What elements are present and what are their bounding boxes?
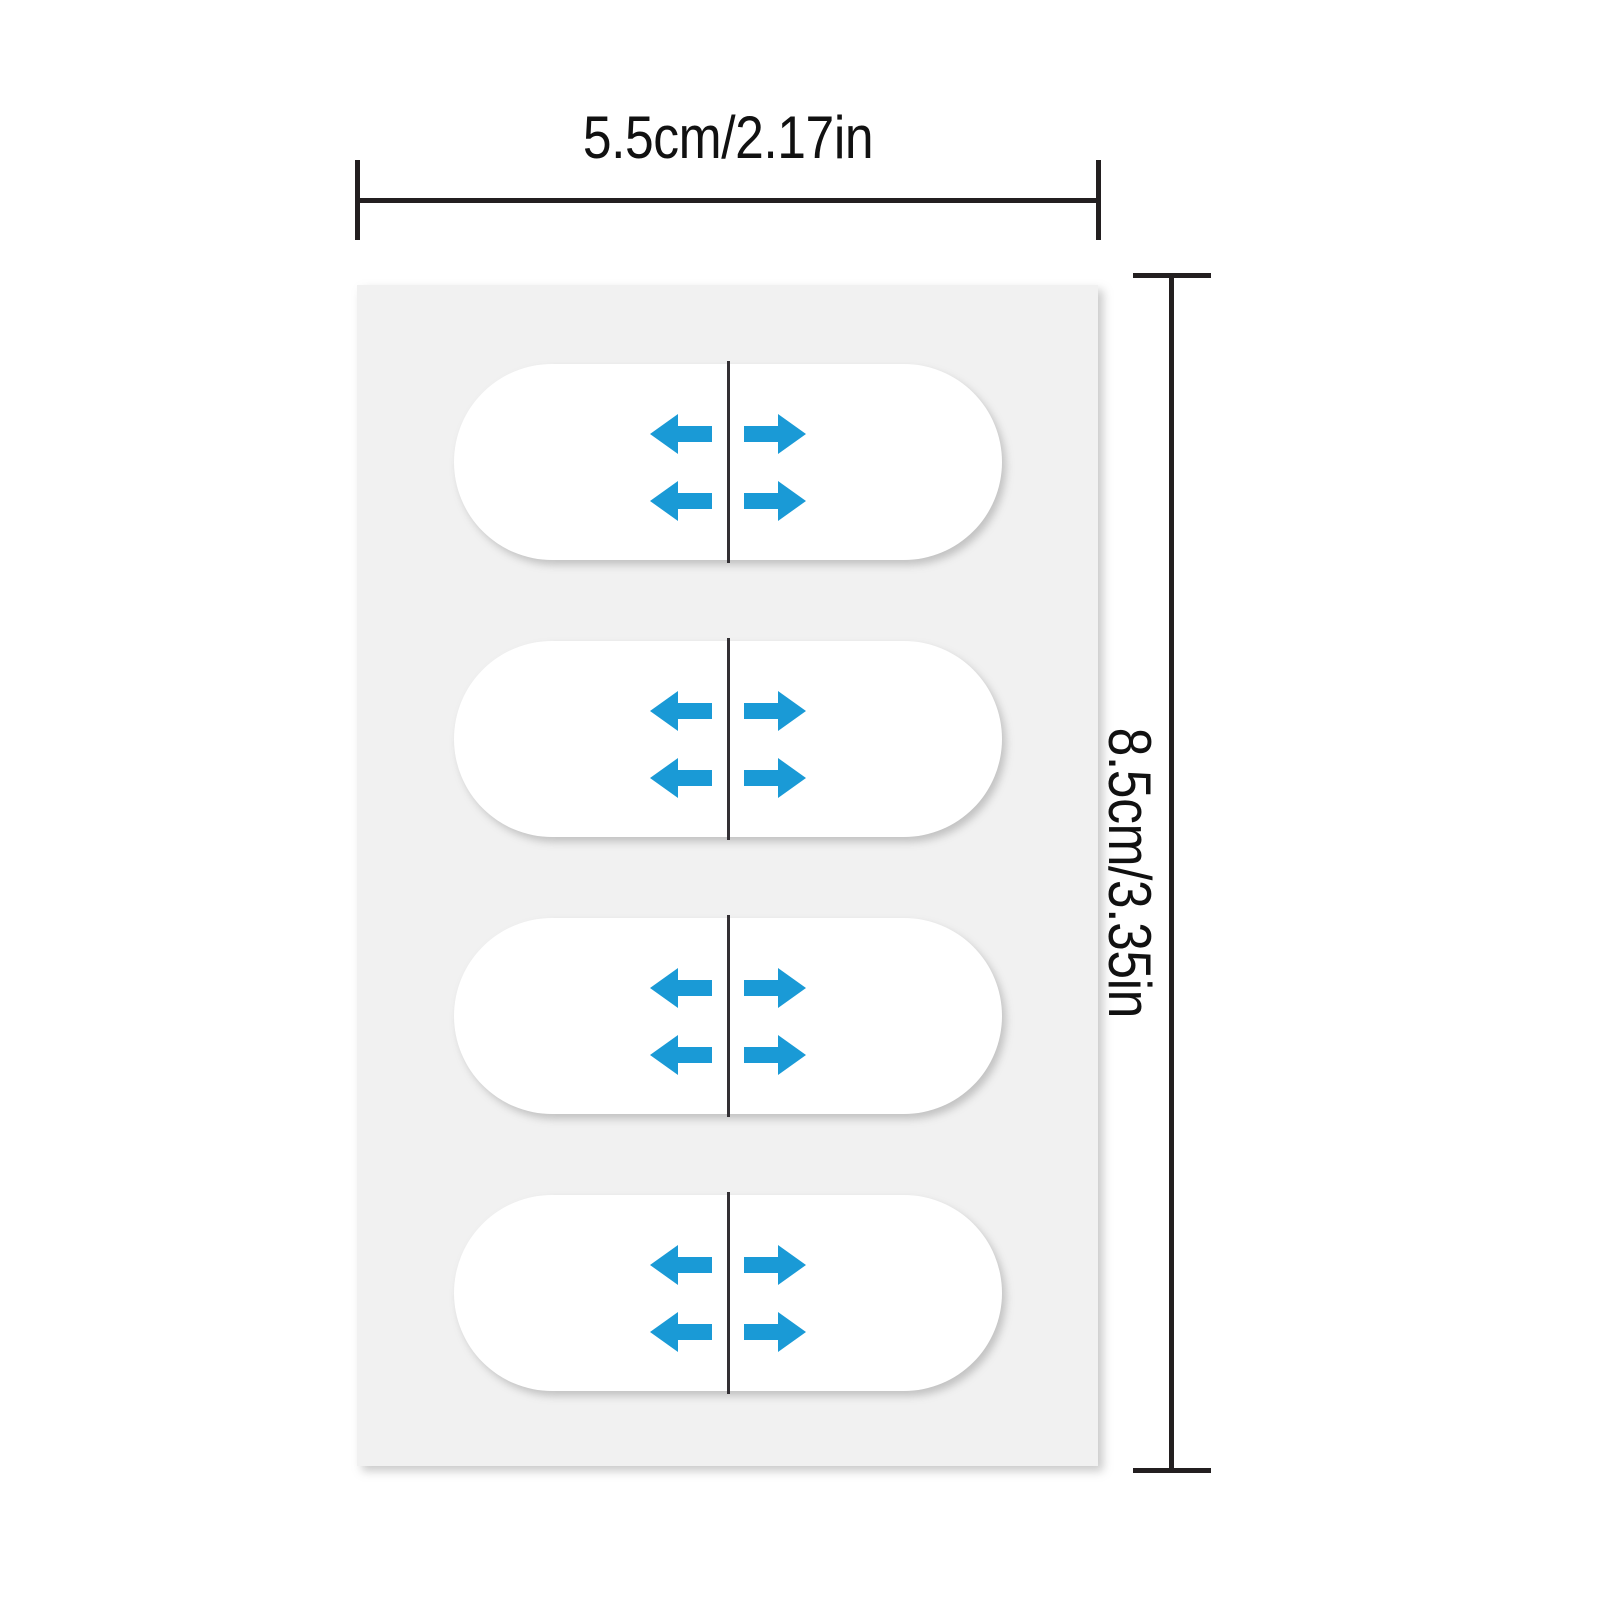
arrow-left-icon <box>650 1032 712 1078</box>
width-dimension-tick-right <box>1096 160 1101 240</box>
strip-centerline <box>726 915 730 1117</box>
arrow-right-icon <box>744 688 806 734</box>
height-dimension-line <box>1169 275 1174 1471</box>
strip-centerline <box>726 361 730 563</box>
arrow-group <box>454 918 1002 1114</box>
arrow-right-icon <box>744 478 806 524</box>
width-dimension-label: 5.5cm/2.17in <box>582 104 874 171</box>
width-dimension-tick-left <box>355 160 360 240</box>
arrow-right-icon <box>744 755 806 801</box>
arrow-left-icon <box>650 965 712 1011</box>
arrow-left-icon <box>650 1309 712 1355</box>
height-dimension-tick-bottom <box>1133 1468 1211 1473</box>
width-dimension-line <box>357 198 1099 203</box>
arrow-group <box>454 641 1002 837</box>
arrow-right-icon <box>744 1242 806 1288</box>
backing-sheet <box>357 285 1098 1466</box>
arrow-right-icon <box>744 1309 806 1355</box>
strip-centerline <box>726 638 730 840</box>
arrow-left-icon <box>650 755 712 801</box>
adhesive-strip <box>454 361 1002 563</box>
adhesive-strip <box>454 638 1002 840</box>
arrow-right-icon <box>744 965 806 1011</box>
height-dimension-tick-top <box>1133 273 1211 278</box>
strip-centerline <box>726 1192 730 1394</box>
height-dimension-label: 8.5cm/3.35in <box>1096 727 1163 1019</box>
strip-layer <box>357 285 1098 1466</box>
arrow-right-icon <box>744 1032 806 1078</box>
height-dimension-label-wrapper: 8.5cm/3.35in <box>1089 275 1169 1471</box>
arrow-left-icon <box>650 411 712 457</box>
arrow-group <box>454 364 1002 560</box>
adhesive-strip <box>454 915 1002 1117</box>
arrow-group <box>454 1195 1002 1391</box>
arrow-left-icon <box>650 1242 712 1288</box>
arrow-left-icon <box>650 688 712 734</box>
arrow-left-icon <box>650 478 712 524</box>
adhesive-strip <box>454 1192 1002 1394</box>
arrow-right-icon <box>744 411 806 457</box>
